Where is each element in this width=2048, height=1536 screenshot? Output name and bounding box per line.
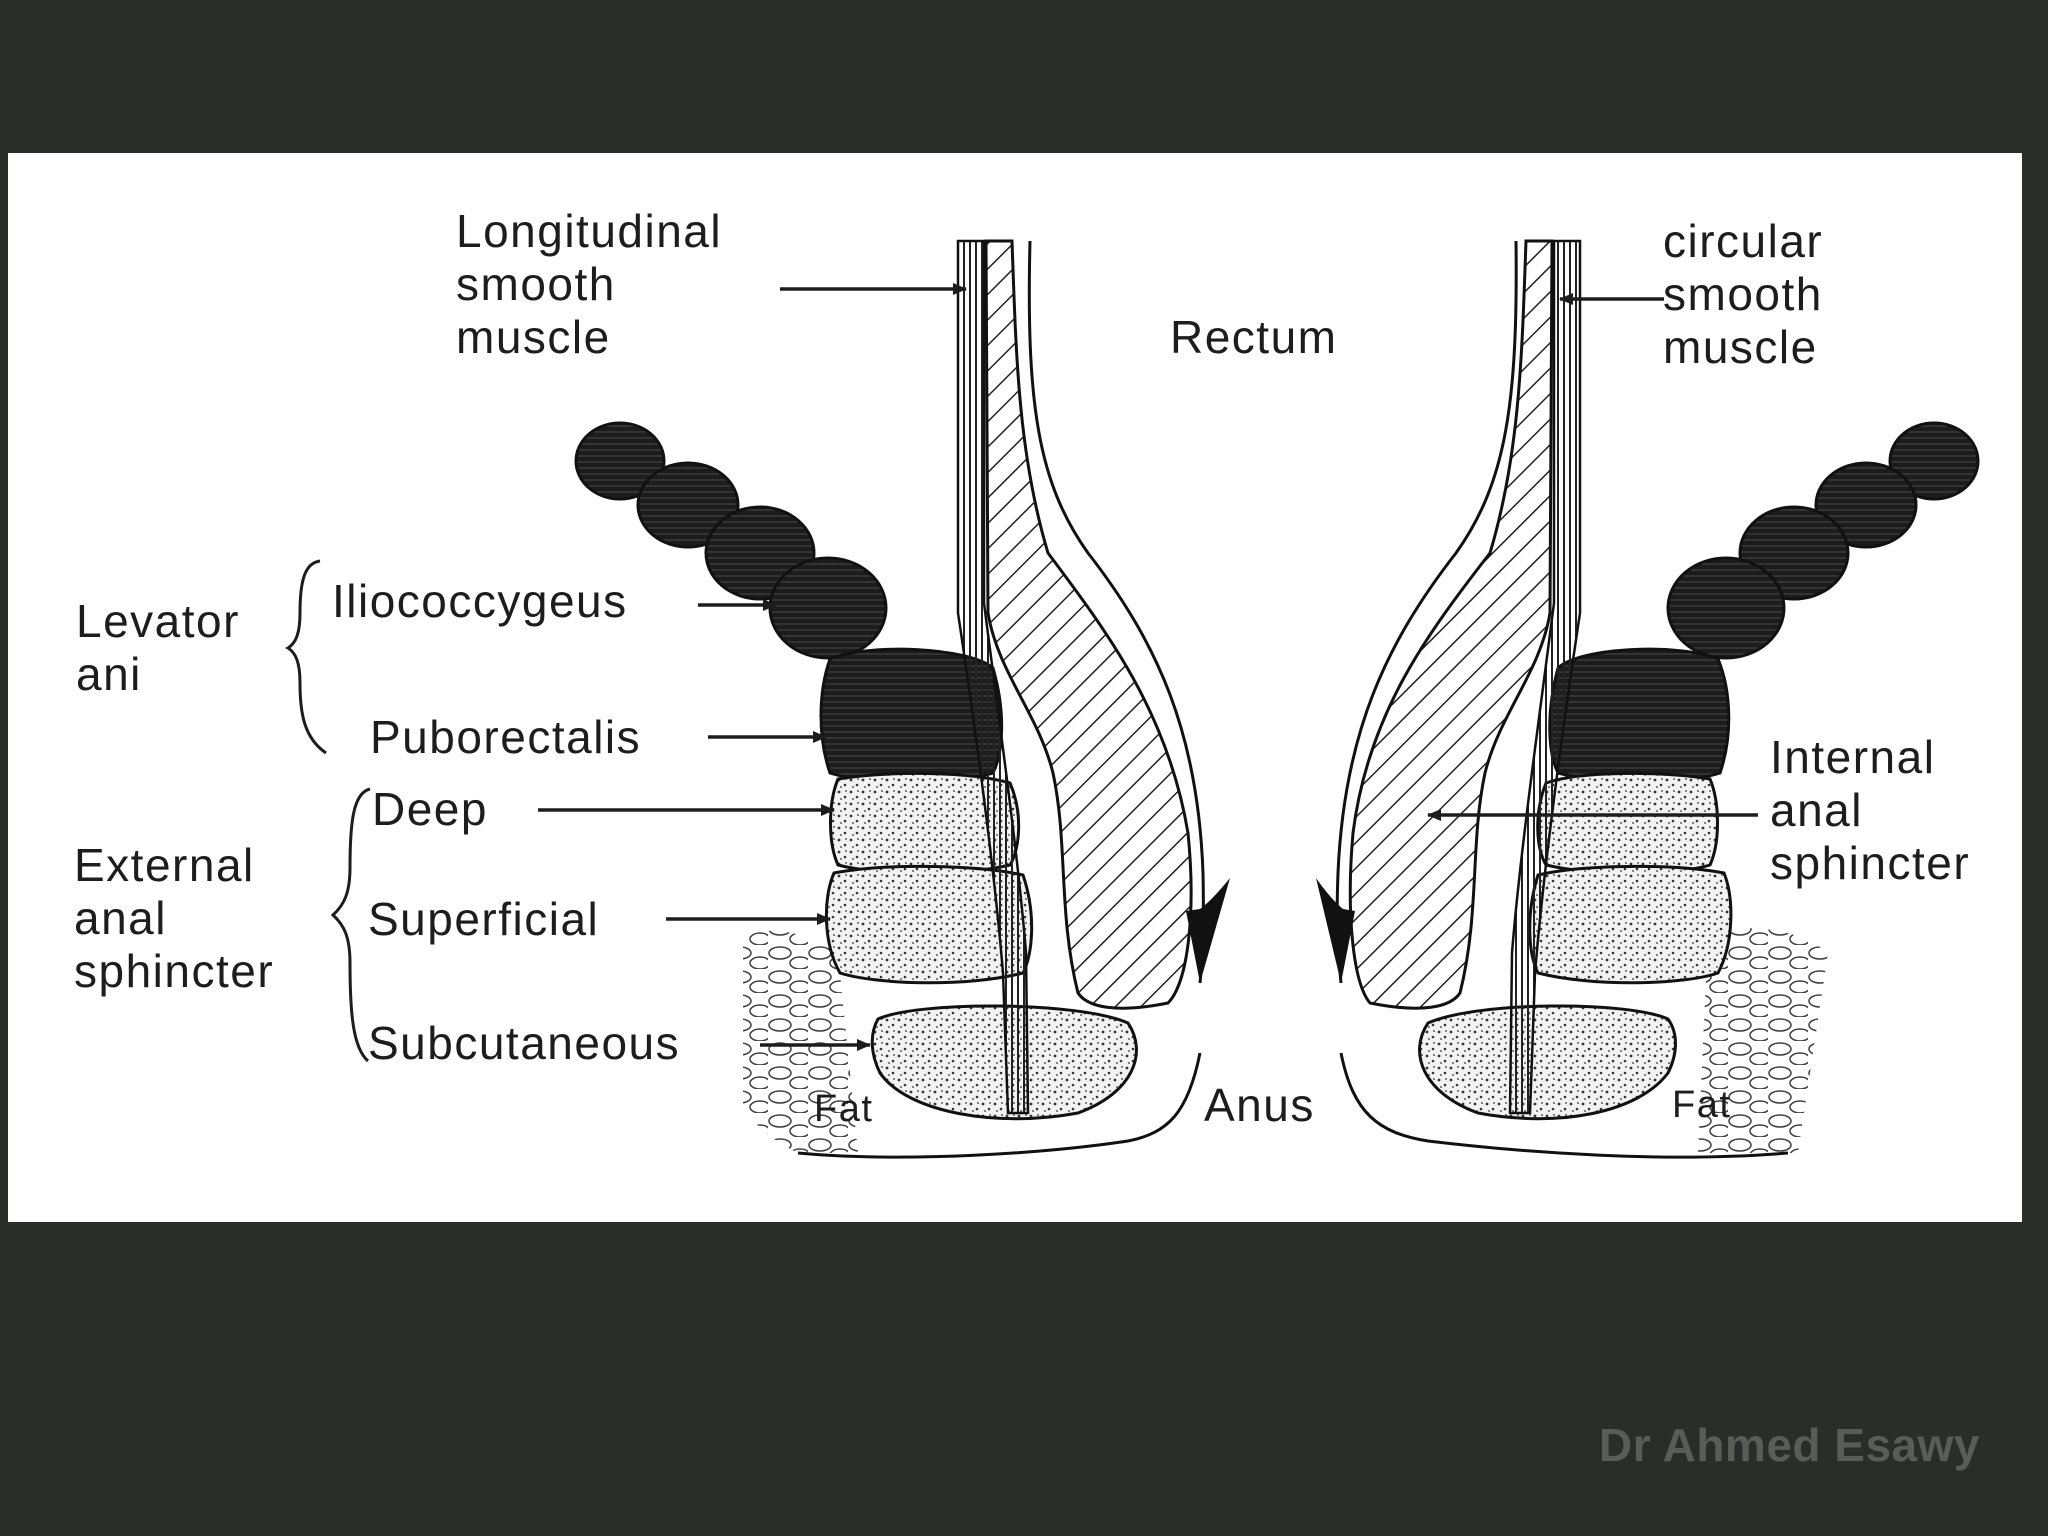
longitudinal-muscle-right [1508,239,1582,1115]
circular-label: circular smooth muscle [1663,215,1838,373]
diagram-panel: Longitudinal smooth muscle Rectum circul… [8,153,2022,1222]
external-anal-sphincter-line-1: External [74,839,255,891]
longitudinal-muscle-left [956,239,1030,1115]
external-anal-sphincter-line-3: sphincter [74,945,274,997]
longitudinal-label-line-2: smooth [456,258,616,310]
subcutaneous-label: Subcutaneous [368,1017,680,1069]
fat-right-region [1698,928,1828,1153]
mucosa-arrowhead-left [1186,878,1230,983]
anus-label: Anus [1204,1079,1315,1131]
mucosa-arrowhead-right [1316,878,1355,983]
internal-anal-sphincter-line-3: sphincter [1770,837,1970,889]
circular-label-line-3: muscle [1663,321,1818,373]
rectum-label: Rectum [1170,311,1337,363]
internal-anal-sphincter-label: Internal anal sphincter [1770,731,1970,889]
left-wall [574,239,1230,1159]
levator-ani-label: Levator ani [76,595,254,700]
circular-muscle-right [1348,239,1554,1010]
anal-canal-anatomy-diagram: Longitudinal smooth muscle Rectum circul… [74,205,1980,1159]
superficial-label: Superficial [368,893,599,945]
circular-label-line-1: circular [1663,215,1823,267]
skin-line-right [1339,1052,1789,1159]
puborectalis-muscle-right [1548,647,1731,784]
iliococcygeus-label: Iliococcygeus [332,575,628,627]
skin-line-left [797,1052,1202,1159]
longitudinal-label: Longitudinal smooth muscle [456,205,736,363]
circular-label-line-2: smooth [1663,268,1823,320]
external-sphincter-deep-right [1536,771,1719,875]
circular-muscle-left [984,239,1193,1010]
longitudinal-label-line-3: muscle [456,311,611,363]
right-wall [1316,239,1980,1159]
author-watermark: Dr Ahmed Esawy [1598,1419,1980,1471]
external-anal-sphincter-line-2: anal [74,892,167,944]
external-sphincter-subcutaneous-right [1418,1004,1677,1121]
external-sphincter-brace [330,787,371,1063]
longitudinal-label-line-1: Longitudinal [456,205,722,257]
levator-ani-label-line-2: ani [76,648,142,700]
leader-lines [538,283,1758,1051]
levator-ani-label-line-1: Levator [76,595,240,647]
puborectalis-label: Puborectalis [370,711,641,763]
external-anal-sphincter-label: External anal sphincter [74,839,274,997]
fat-left-label: Fat [814,1088,873,1130]
iliococcygeus-muscle-right [1666,421,1980,660]
internal-anal-sphincter-line-2: anal [1770,784,1863,836]
fat-right-label: Fat [1672,1084,1731,1126]
internal-anal-sphincter-line-1: Internal [1770,731,1935,783]
deep-label: Deep [372,783,488,835]
levator-ani-brace [285,559,327,755]
external-sphincter-superficial-right [1528,864,1733,985]
fat-left-region [743,930,858,1153]
